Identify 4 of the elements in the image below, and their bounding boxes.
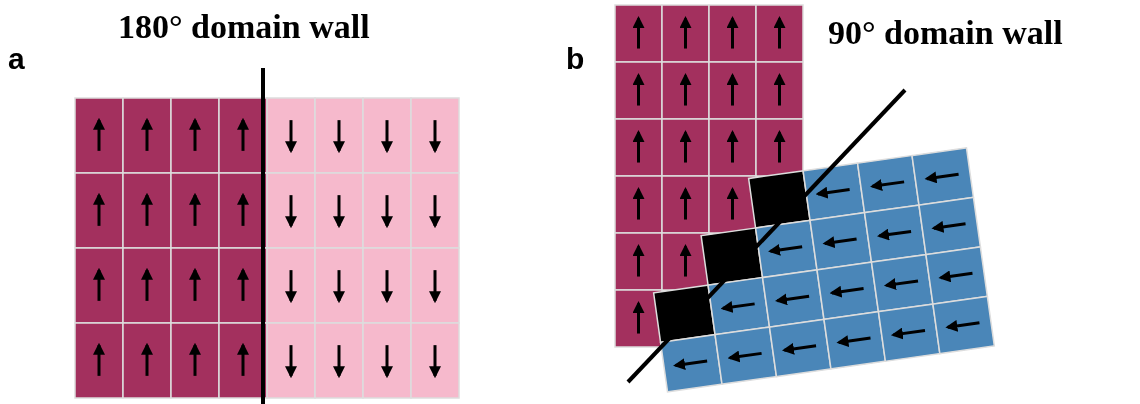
panel-letter: b xyxy=(566,42,585,76)
panel-title: 180° domain wall xyxy=(118,8,370,46)
panel-letter: a xyxy=(8,42,25,76)
panel-title: 90° domain wall xyxy=(828,14,1063,52)
